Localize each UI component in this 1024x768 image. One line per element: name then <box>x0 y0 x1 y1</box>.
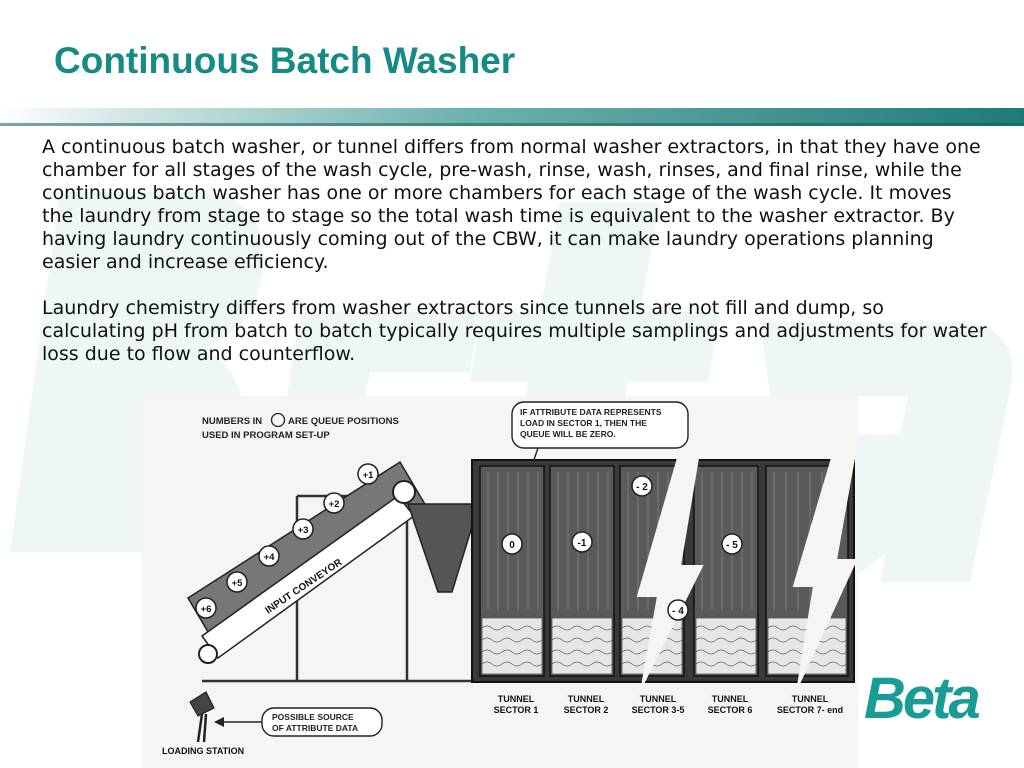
slide-title: Continuous Batch Washer <box>54 40 516 81</box>
beta-logo-text: Beta <box>864 666 979 728</box>
chamber-label-0: 0 <box>509 540 515 551</box>
paragraph-1: A continuous batch washer, or tunnel dif… <box>42 136 981 273</box>
queue-label-plus3: +3 <box>298 525 309 536</box>
queue-label-plus4: +4 <box>264 552 276 563</box>
legend-text-line2: USED IN PROGRAM SET-UP <box>202 430 330 441</box>
sector-1-line-2: SECTOR 1 <box>494 705 539 715</box>
loading-station-icon <box>189 691 215 743</box>
queue-circle-plus6 <box>195 597 217 619</box>
loading-hopper <box>406 503 475 593</box>
sector-6-line-1: TUNNEL <box>712 694 749 704</box>
body-text: A continuous batch washer, or tunnel dif… <box>42 136 987 386</box>
sector-3-5-line-1: TUNNEL <box>640 694 677 704</box>
conveyor-roller-bottom <box>198 644 218 664</box>
queue-label-plus6: +6 <box>201 604 212 615</box>
chamber-label-minus1: -1 <box>578 538 587 549</box>
conveyor-roller-top <box>392 480 416 504</box>
beta-logo: Beta <box>862 666 1004 731</box>
cbw-diagram: NUMBERS IN ARE QUEUE POSITIONS USED IN P… <box>142 396 858 768</box>
callout-top-line-1: IF ATTRIBUTE DATA REPRESENTS <box>520 407 662 417</box>
queue-label-plus2: +2 <box>329 499 340 510</box>
source-callout-line-1: POSSIBLE SOURCE <box>272 712 354 722</box>
queue-label-plus1: +1 <box>363 470 375 481</box>
sector-7-line-2: SECTOR 7- end <box>777 705 843 715</box>
sector-7-line-1: TUNNEL <box>792 694 829 704</box>
callout-top-line-3: QUEUE WILL BE ZERO. <box>520 429 616 439</box>
queue-label-plus5: +5 <box>232 578 244 589</box>
chamber-label-minus5: - 5 <box>726 540 738 551</box>
title-divider-bar <box>0 108 1024 126</box>
loading-station-label: LOADING STATION <box>162 746 244 756</box>
sector-2-line-1: TUNNEL <box>568 694 605 704</box>
sector-1-line-1: TUNNEL <box>498 694 535 704</box>
source-callout-arrowhead <box>214 717 224 727</box>
legend-text-part2: ARE QUEUE POSITIONS <box>288 416 399 427</box>
sector-2-line-2: SECTOR 2 <box>564 705 609 715</box>
paragraph-2: Laundry chemistry differs from washer ex… <box>42 297 987 365</box>
source-callout-line-2: OF ATTRIBUTE DATA <box>272 723 358 733</box>
callout-top-line-2: LOAD IN SECTOR 1, THEN THE <box>520 418 647 428</box>
sector-3-5-line-2: SECTOR 3-5 <box>632 705 685 715</box>
queue-circle-plus5 <box>226 571 248 593</box>
chamber-label-minus4: - 4 <box>672 606 684 617</box>
chamber-label-minus2: - 2 <box>636 482 648 493</box>
legend-circle-icon <box>270 412 286 428</box>
sector-6-line-2: SECTOR 6 <box>708 705 753 715</box>
input-conveyor-body <box>186 460 428 644</box>
legend-text-part1: NUMBERS IN <box>202 416 262 427</box>
chamber-circle-minus4 <box>667 599 689 621</box>
